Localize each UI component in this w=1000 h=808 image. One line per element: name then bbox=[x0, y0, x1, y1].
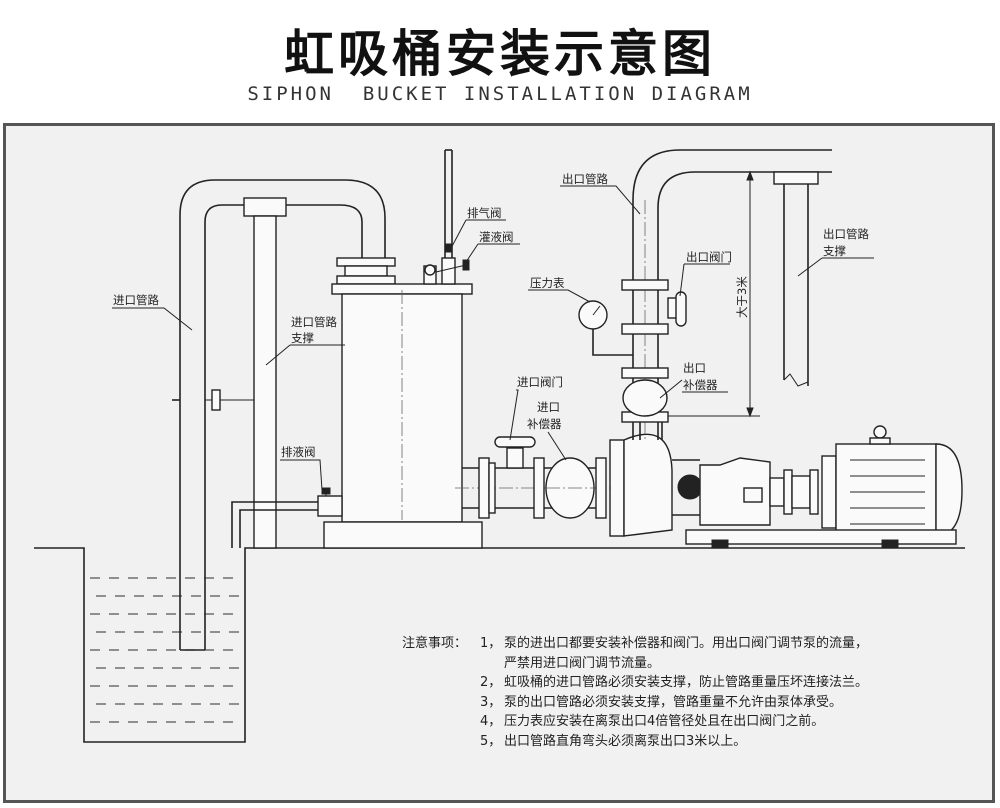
label-exhaust-valve: 排气阀 bbox=[467, 206, 502, 220]
outlet-compensator bbox=[622, 379, 668, 417]
coupling bbox=[783, 469, 819, 515]
outlet-pipe-support bbox=[773, 171, 819, 387]
motor bbox=[821, 425, 963, 537]
exhaust-valve bbox=[441, 149, 456, 285]
note-number: 3， bbox=[480, 694, 502, 710]
label-inlet-valve: 进口阀门 bbox=[517, 375, 563, 389]
note-number: 1， bbox=[480, 636, 502, 651]
inlet-valve bbox=[494, 436, 536, 469]
label-outlet-pipe: 出口管路 bbox=[562, 172, 608, 186]
note-number: 2， bbox=[480, 675, 502, 690]
outlet-valve bbox=[667, 291, 687, 327]
note-text: 压力表应安装在离泵出口4倍管径处且在出口阀门之前。 bbox=[504, 714, 825, 729]
label-outlet-support-1: 出口管路 bbox=[823, 227, 869, 241]
outlet-pipe bbox=[621, 149, 832, 440]
note-1-cont: 严禁用进口阀门调节流量。 bbox=[402, 654, 982, 674]
note-text: 泵的出口管路必须安装支撑，管路重量不允许由泵体承受。 bbox=[504, 694, 843, 710]
bucket-top-flange bbox=[336, 257, 396, 285]
note-text: 虹吸桶的进口管路必须安装支撑，防止管路重量压坏连接法兰。 bbox=[504, 675, 869, 690]
fill-valve bbox=[423, 259, 470, 285]
inlet-compensator bbox=[545, 457, 595, 519]
note-text: 出口管路直角弯头必须离泵出口3米以上。 bbox=[504, 733, 747, 749]
bearing-bracket bbox=[699, 457, 785, 526]
label-outlet-comp-2: 补偿器 bbox=[683, 378, 718, 392]
liquid-level bbox=[90, 577, 240, 723]
note-number: 4， bbox=[480, 714, 502, 729]
note-number: 5， bbox=[480, 733, 502, 749]
page-title: 虹吸桶安装示意图 bbox=[284, 25, 716, 83]
drain-valve bbox=[231, 487, 343, 548]
note-text: 严禁用进口阀门调节流量。 bbox=[504, 655, 661, 671]
label-inlet-support-1: 进口管路 bbox=[291, 315, 337, 329]
label-inlet-comp-2: 补偿器 bbox=[527, 417, 562, 431]
note-5: 5， 出口管路直角弯头必须离泵出口3米以上。 bbox=[402, 732, 982, 752]
note-4: 4， 压力表应安装在离泵出口4倍管径处且在出口阀门之前。 bbox=[402, 712, 982, 732]
label-inlet-pipe: 进口管路 bbox=[113, 293, 159, 307]
inlet-pipe-support bbox=[172, 197, 287, 549]
label-fill-valve: 灌液阀 bbox=[479, 230, 514, 244]
pump-base bbox=[685, 529, 957, 549]
siphon-bucket bbox=[323, 283, 483, 549]
label-pressure-gauge: 压力表 bbox=[530, 276, 565, 290]
label-outlet-valve: 出口阀门 bbox=[686, 250, 732, 264]
label-drain-valve: 排液阀 bbox=[281, 445, 316, 459]
pressure-gauge bbox=[578, 300, 633, 356]
label-outlet-comp-1: 出口 bbox=[683, 361, 706, 375]
page-subtitle: SIPHON BUCKET INSTALLATION DIAGRAM bbox=[247, 83, 753, 105]
notes-block: 注意事项： 1， 泵的进出口都要安装补偿器和阀门。用出口阀门调节泵的流量， 严禁… bbox=[402, 634, 982, 751]
pump-casing bbox=[609, 420, 703, 537]
note-2: 2， 虹吸桶的进口管路必须安装支撑，防止管路重量压坏连接法兰。 bbox=[402, 673, 982, 693]
label-inlet-comp-1: 进口 bbox=[537, 400, 560, 414]
distance-dimension bbox=[668, 170, 760, 418]
label-distance: 大于3米 bbox=[735, 276, 749, 318]
note-1: 注意事项： 1， 泵的进出口都要安装补偿器和阀门。用出口阀门调节泵的流量， bbox=[402, 634, 982, 654]
notes-heading: 注意事项： bbox=[402, 636, 468, 651]
leader-lines bbox=[112, 185, 874, 491]
label-inlet-support-2: 支撑 bbox=[291, 331, 314, 345]
note-text: 泵的进出口都要安装补偿器和阀门。用出口阀门调节泵的流量， bbox=[504, 636, 869, 651]
note-3: 3， 泵的出口管路必须安装支撑，管路重量不允许由泵体承受。 bbox=[402, 693, 982, 713]
label-outlet-support-2: 支撑 bbox=[823, 244, 846, 258]
